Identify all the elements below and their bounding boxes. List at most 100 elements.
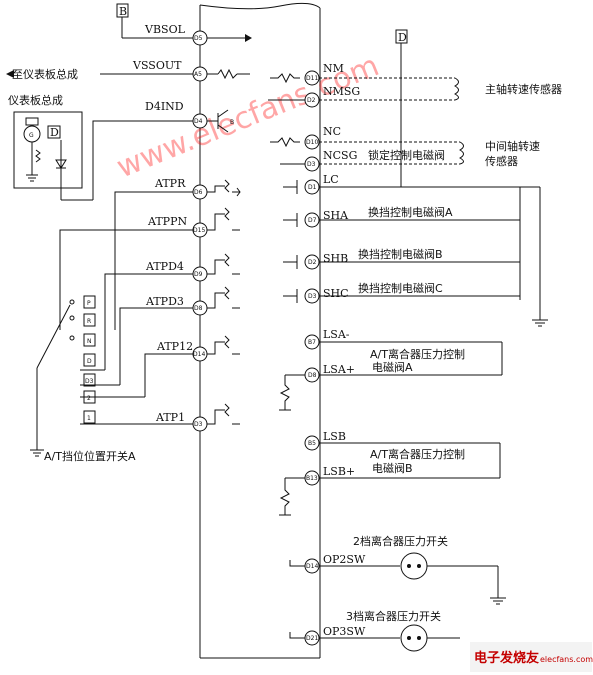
pin-label-d4ind: D4IND <box>145 100 184 113</box>
pin-id-d6: D6 <box>194 189 203 196</box>
shb-valve-label: 换挡控制电磁阀B <box>358 247 443 261</box>
lsa-circuit: LSA- B7 A/T离合器压力控制 LSA+ D8 电磁阀A <box>279 328 503 411</box>
corner-logo: 电子发烧友 elecfans.com <box>470 642 593 672</box>
shift-solenoid-circuits: SHA D7 换挡控制电磁阀A SHB D2 换挡控制电磁阀B SHC D3 换… <box>283 187 521 304</box>
svg-text:1: 1 <box>87 415 91 422</box>
shc-valve-label: 换挡控制电磁阀C <box>358 281 443 295</box>
lsb-label-2: 电磁阀B <box>372 461 413 475</box>
shift-switch-label: A/T挡位位置开关A <box>44 449 136 463</box>
pin-label-lsb-plus: LSB+ <box>323 465 355 478</box>
pin-label-shc: SHC <box>323 287 349 300</box>
instrument-cluster: 仪表板总成 G D <box>8 93 83 200</box>
pin-label-atp12: ATP12 <box>156 340 193 353</box>
lsa-label-2: 电磁阀A <box>372 360 413 374</box>
pin-id-d4: D4 <box>194 118 203 125</box>
pin-id-d7: D7 <box>308 217 317 224</box>
pin-id-b13: B13 <box>306 475 318 482</box>
pin-id-d8-lsa: D8 <box>308 372 317 379</box>
pin-label-shb: SHB <box>323 252 348 265</box>
switch-pos-p: P <box>83 295 96 309</box>
pin-id-b7: B7 <box>308 339 316 346</box>
pin-label-lsb: LSB <box>323 430 346 443</box>
corner-logo-text: 电子发烧友 <box>474 650 539 666</box>
pin-label-lsa-plus: LSA+ <box>323 363 355 376</box>
switch-pos-d: D <box>83 353 96 367</box>
pin-id-d2-nmsg: D2 <box>307 97 316 104</box>
pin-id-a5: A5 <box>194 71 202 78</box>
pin-label-atpd4: ATPD4 <box>145 260 184 273</box>
pin-label-lc: LC <box>323 173 339 186</box>
inter-sensor-label-1: 中间轴转速 <box>485 139 540 153</box>
lockup-valve-label: 锁定控制电磁阀 <box>368 148 445 162</box>
pin-label-atp1: ATP1 <box>155 411 185 424</box>
sha-valve-label: 换挡控制电磁阀A <box>368 205 453 219</box>
box-d-label: D <box>50 126 59 139</box>
pin-label-op2sw: OP2SW <box>323 553 366 566</box>
lsa-label-1: A/T离合器压力控制 <box>370 347 465 361</box>
pin-label-atppn: ATPPN <box>147 215 187 228</box>
pin-label-nmsg: NMSG <box>323 85 360 98</box>
switch-pos-2: 2 <box>83 390 96 404</box>
pin-id-d2-shb: D2 <box>308 259 317 266</box>
svg-text:2: 2 <box>87 395 91 402</box>
pin-id-d14: D14 <box>193 351 205 358</box>
svg-text:N: N <box>87 338 92 345</box>
pin-id-d15: D15 <box>193 227 205 234</box>
lsb-label-1: A/T离合器压力控制 <box>370 447 465 461</box>
switch-pos-r: R <box>83 313 96 327</box>
op2-switch-icon <box>400 552 428 580</box>
d4ind-circuit: D4IND D4 B <box>61 100 234 201</box>
pin-label-atpr: ATPR <box>154 177 186 190</box>
vssout-circuit: 至仪表板总成 VSSOUT A5 <box>6 59 250 82</box>
pin-id-d14-op2: D14 <box>306 563 318 570</box>
pin-label-vssout: VSSOUT <box>132 59 182 72</box>
pin-id-d3-shc: D3 <box>308 293 317 300</box>
pin-label-nc: NC <box>323 125 341 138</box>
pin-label-atpd3: ATPD3 <box>145 295 184 308</box>
svg-text:D3: D3 <box>85 378 94 385</box>
op3-label: 3档离合器压力开关 <box>346 609 441 623</box>
switch-pos-n: N <box>83 333 96 347</box>
terminal-d-circuit: D <box>395 29 408 170</box>
inter-sensor-label-2: 传感器 <box>485 155 518 168</box>
terminal-d-label: D <box>398 31 407 44</box>
shift-position-switch: P R N D D3 2 1 A/T挡位位置开关A <box>30 295 136 463</box>
pin-id-d5: D5 <box>194 35 203 42</box>
main-shaft-sensor-circuit: NM D11 NMSG D2 主轴转速传感器 <box>268 62 562 108</box>
pin-id-d3-left: D3 <box>194 421 203 428</box>
svg-text:P: P <box>87 300 91 307</box>
pin-id-d1: D1 <box>308 184 317 191</box>
pin-label-sha: SHA <box>323 209 349 222</box>
svg-text:G: G <box>29 132 34 139</box>
switch-pos-d3: D3 <box>83 373 96 387</box>
corner-logo-url: elecfans.com <box>540 655 593 664</box>
pin-id-d21: D21 <box>306 635 318 642</box>
pin-label-nm: NM <box>323 62 344 75</box>
svg-text:D: D <box>87 358 92 365</box>
vbsol-circuit: B VBSOL D5 <box>116 3 252 46</box>
op2-label: 2档离合器压力开关 <box>353 534 448 548</box>
pin-label-ncsg: NCSG <box>323 149 357 162</box>
op3-switch-icon <box>400 624 428 652</box>
pin-id-d3-ncsg: D3 <box>307 161 316 168</box>
pressure-switch-circuits: 2档离合器压力开关 OP2SW D14 3档离合器压力开关 OP3SW D21 <box>289 534 506 652</box>
pin-label-op3sw: OP3SW <box>323 625 366 638</box>
pin-id-b5: B5 <box>308 440 316 447</box>
lsb-circuit: LSB B5 A/T离合器压力控制 LSB+ B13 电磁阀B <box>279 430 501 516</box>
to-cluster-label: 至仪表板总成 <box>12 67 78 81</box>
pin-label-vbsol: VBSOL <box>144 23 186 36</box>
cluster-label: 仪表板总成 <box>8 93 63 107</box>
switch-pos-1: 1 <box>83 410 96 424</box>
lc-circuit: LC D1 <box>283 170 548 327</box>
pin-label-lsa-minus: LSA- <box>323 328 350 341</box>
pin-id-d9: D9 <box>194 271 203 278</box>
svg-text:R: R <box>87 318 91 325</box>
intermediate-shaft-sensor-circuit: NC D10 NCSG D3 锁定控制电磁阀 中间轴转速 传感器 <box>270 125 540 172</box>
pin-id-d8: D8 <box>194 305 203 312</box>
range-input-circuits: ATPR D6 ATPPN D15 ATPD4 D9 ATPD3 D8 ATP <box>59 177 241 432</box>
main-sensor-label: 主轴转速传感器 <box>485 82 562 96</box>
svg-text:B: B <box>230 119 234 126</box>
terminal-b-label: B <box>119 5 127 18</box>
pin-id-d10: D10 <box>306 139 318 146</box>
